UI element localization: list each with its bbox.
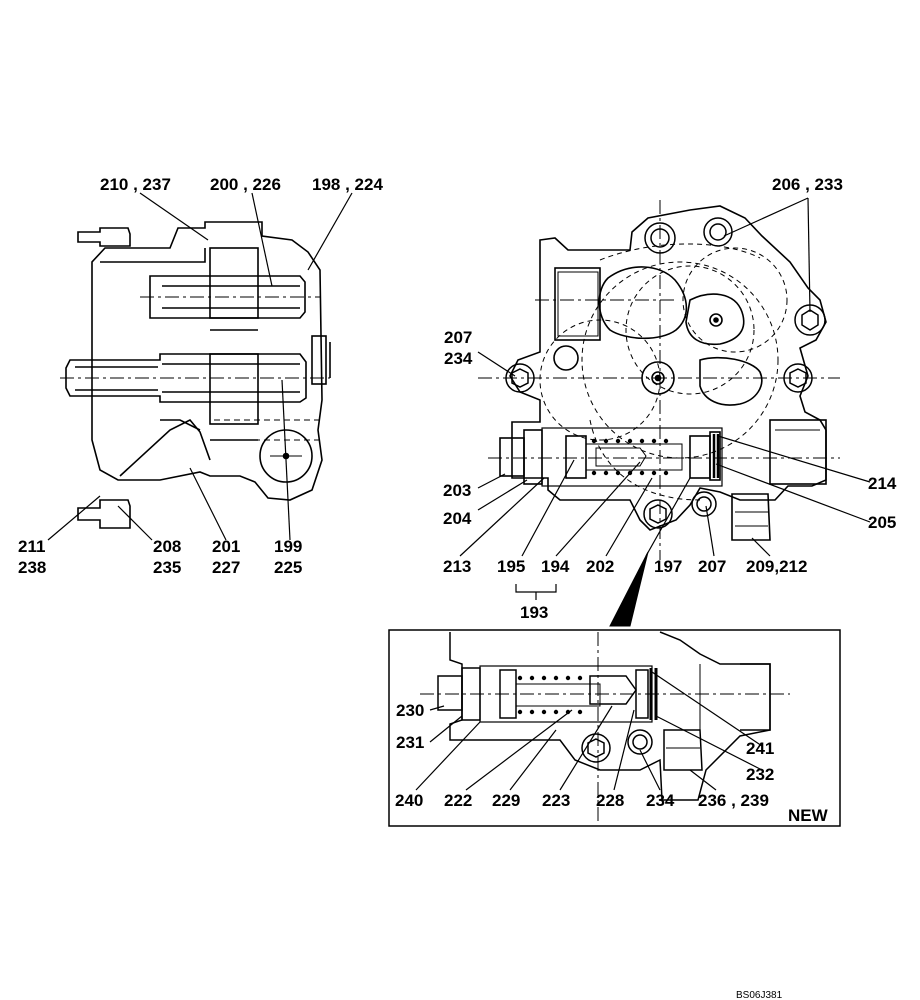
callout-240: 240 xyxy=(395,791,423,810)
callout-200-226: 200 , 226 xyxy=(210,175,281,194)
callout-205: 205 xyxy=(868,513,896,532)
callout-206-233: 206 , 233 xyxy=(772,175,843,194)
drawing-code: BS06J381 xyxy=(736,990,783,1000)
callout-222: 222 xyxy=(444,791,472,810)
callout-227: 227 xyxy=(212,558,240,577)
callout-202: 202 xyxy=(586,557,614,576)
inset-frame xyxy=(388,629,841,827)
callout-236-239: 236 , 239 xyxy=(698,791,769,810)
inset-labels: 230 231 241 232 240 222 229 223 228 234 … xyxy=(395,701,829,825)
callout-207-upper: 207 xyxy=(444,328,472,347)
callout-213: 213 xyxy=(443,557,471,576)
callout-223: 223 xyxy=(542,791,570,810)
callout-193: 193 xyxy=(520,603,548,622)
callout-209-212: 209,212 xyxy=(746,557,807,576)
callout-211: 211 xyxy=(18,537,45,556)
callout-199: 199 xyxy=(274,537,302,556)
callout-234-upper: 234 xyxy=(444,349,473,368)
callout-214: 214 xyxy=(868,474,897,493)
callout-232: 232 xyxy=(746,765,774,784)
callout-234-inset: 234 xyxy=(646,791,675,810)
callout-230: 230 xyxy=(396,701,424,720)
callout-194: 194 xyxy=(541,557,570,576)
left-side-view xyxy=(60,221,331,529)
right-labels: 206 , 233 207 234 203 204 214 205 213 19… xyxy=(443,175,897,622)
callout-241: 241 xyxy=(746,739,774,758)
callout-197: 197 xyxy=(654,557,682,576)
inset-pointer xyxy=(609,551,649,627)
new-badge: NEW xyxy=(788,806,829,825)
callout-229: 229 xyxy=(492,791,520,810)
callout-198-224: 198 , 224 xyxy=(312,175,383,194)
callout-225: 225 xyxy=(274,558,302,577)
right-leader-lines xyxy=(459,197,871,600)
callout-231: 231 xyxy=(396,733,424,752)
inset-view xyxy=(420,631,790,824)
left-labels: 210 , 237 200 , 226 198 , 224 211 238 20… xyxy=(18,175,383,577)
left-leader-lines xyxy=(47,192,353,541)
callout-228: 228 xyxy=(596,791,624,810)
inset-leader-lines xyxy=(415,671,763,791)
callout-235: 235 xyxy=(153,558,181,577)
right-front-view xyxy=(478,200,840,560)
callout-207-lower: 207 xyxy=(698,557,726,576)
callout-201: 201 xyxy=(212,537,240,556)
callout-203: 203 xyxy=(443,481,471,500)
callout-210-237: 210 , 237 xyxy=(100,175,171,194)
callout-204: 204 xyxy=(443,509,472,528)
callout-238: 238 xyxy=(18,558,46,577)
callout-208: 208 xyxy=(153,537,181,556)
callout-195: 195 xyxy=(497,557,525,576)
